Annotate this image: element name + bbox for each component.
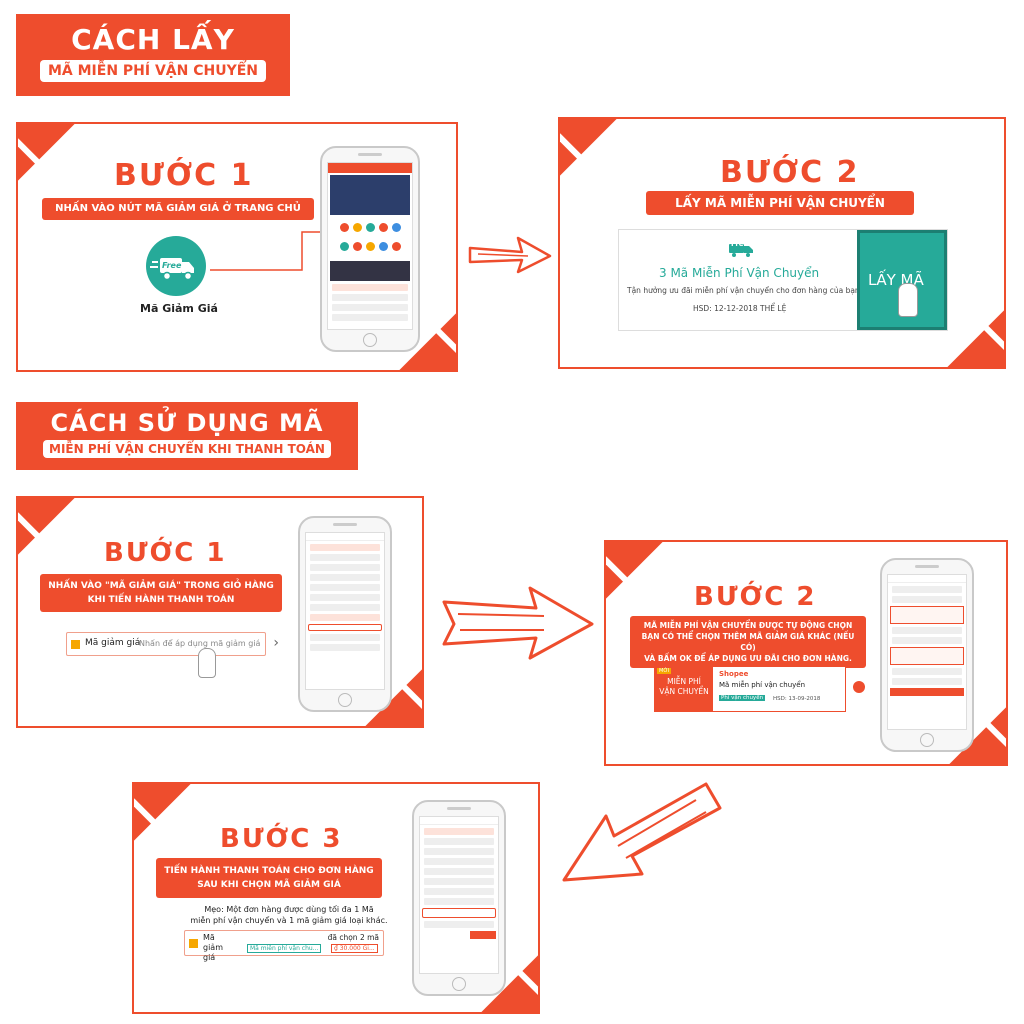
get-code-button[interactable]: LẤY MÃ (857, 230, 947, 330)
phone-cart-screen (298, 516, 392, 712)
get-step1-card: BƯỚC 1 NHẤN VÀO NÚT MÃ GIẢM GIÁ Ở TRANG … (16, 122, 458, 372)
use-step3-banner: TIẾN HÀNH THANH TOÁN CHO ĐƠN HÀNG SAU KH… (156, 858, 382, 898)
applied-codes-label: Mã giảm giá (203, 933, 223, 962)
voucher-expiry: HSD: 13-09-2018 (773, 696, 821, 702)
tip-line1: Mẹo: Một đơn hàng được dùng tối đa 1 Mã (204, 905, 374, 914)
header-how-to-use: CÁCH SỬ DỤNG MÃ MIỄN PHÍ VẬN CHUYỂN KHI … (16, 402, 358, 470)
use-step2-title: BƯỚC 2 (694, 582, 817, 612)
truck-icon (150, 258, 194, 281)
use-step3-banner-line1: TIẾN HÀNH THANH TOÁN CHO ĐƠN HÀNG (164, 866, 374, 876)
voucher-left-panel: MỚI MIỄN PHÍ VẬN CHUYỂN (655, 667, 713, 711)
get-step1-banner: NHẤN VÀO NÚT MÃ GIẢM GIÁ Ở TRANG CHỦ (42, 198, 314, 220)
chevron-right-icon: › (273, 635, 279, 651)
discount-code-field[interactable]: Mã giảm giá Nhấn để áp dụng mã giảm giá … (66, 632, 279, 656)
check-icon (853, 681, 865, 693)
tip-text: Mẹo: Một đơn hàng được dùng tối đa 1 Mã … (186, 904, 392, 926)
get-step2-title: BƯỚC 2 (720, 155, 860, 190)
use-step1-banner: NHẤN VÀO "MÃ GIẢM GIÁ" TRONG GIỎ HÀNG KH… (40, 574, 282, 612)
free-ship-icon (727, 240, 755, 262)
use-step2-card: BƯỚC 2 MÃ MIỄN PHÍ VẬN CHUYỂN ĐƯỢC TỰ ĐỘ… (604, 540, 1008, 766)
use-step2-banner-line1: MÃ MIỄN PHÍ VẬN CHUYỂN ĐƯỢC TỰ ĐỘNG CHỌN (643, 621, 853, 630)
voucher-left-text: MIỄN PHÍ VẬN CHUYỂN (659, 677, 709, 696)
voucher-title: 3 Mã Miễn Phí Vận Chuyển (659, 266, 820, 280)
get-step1-title: BƯỚC 1 (114, 158, 254, 193)
voucher-brand: Shopee (719, 670, 749, 678)
get-step2-card: BƯỚC 2 LẤY MÃ MIỄN PHÍ VẬN CHUYỂN Free 3… (558, 117, 1006, 369)
arrow-right-1 (468, 236, 552, 274)
header-how-to-get: CÁCH LẤY MÃ MIỄN PHÍ VẬN CHUYỂN (16, 14, 290, 96)
applied-chip-freeship: Mã miễn phí vận chu... (247, 944, 322, 953)
use-step2-banner: MÃ MIỄN PHÍ VẬN CHUYỂN ĐƯỢC TỰ ĐỘNG CHỌN… (630, 616, 866, 668)
voucher-name: Mã miễn phí vận chuyển (719, 681, 806, 689)
header-how-to-get-subtitle: MÃ MIỄN PHÍ VẬN CHUYỂN (39, 60, 267, 82)
header-how-to-use-title: CÁCH SỬ DỤNG MÃ (50, 409, 324, 437)
pointer-line (210, 231, 328, 271)
voucher-icon[interactable]: Free (146, 236, 206, 296)
applied-codes-count: đã chọn 2 mã (327, 933, 379, 942)
ticket-icon (71, 640, 80, 649)
voucher-icon-free-text: Free (162, 261, 182, 270)
use-step3-title: BƯỚC 3 (220, 824, 343, 854)
use-step1-title: BƯỚC 1 (104, 538, 227, 568)
use-step1-banner-line2: KHI TIẾN HÀNH THANH TOÁN (87, 595, 235, 605)
truck-icon (729, 244, 753, 257)
use-step3-banner-line2: SAU KHI CHỌN MÃ GIẢM GIÁ (197, 880, 341, 890)
use-step2-banner-line2: BẠN CÓ THỂ CHỌN THÊM MÃ GIẢM GIÁ KHÁC (N… (641, 632, 855, 652)
selected-free-ship-voucher[interactable]: MỚI MIỄN PHÍ VẬN CHUYỂN Shopee Mã miễn p… (654, 666, 865, 712)
use-step3-card: BƯỚC 3 TIẾN HÀNH THANH TOÁN CHO ĐƠN HÀNG… (132, 782, 540, 1014)
arrow-down-left (562, 782, 722, 882)
use-step2-banner-line3: VÀ BẤM OK ĐỂ ÁP DỤNG ƯU ĐÃI CHO ĐƠN HÀNG… (644, 654, 852, 663)
voucher-new-badge: MỚI (657, 668, 672, 674)
phone-checkout-screen (412, 800, 506, 996)
ticket-icon (189, 939, 198, 948)
header-how-to-use-subtitle: MIỄN PHÍ VẬN CHUYỂN KHI THANH TOÁN (43, 440, 331, 458)
tip-line2: miễn phí vận chuyển và 1 mã giảm giá loạ… (190, 916, 388, 925)
voucher-expiry: HSD: 12-12-2018 THỂ LỆ (693, 304, 787, 313)
voucher-tag: Phí vận chuyển (719, 695, 766, 701)
applied-chip-discount: ₫ 30.000 Gi... (331, 944, 378, 953)
use-step1-banner-line1: NHẤN VÀO "MÃ GIẢM GIÁ" TRONG GIỎ HÀNG (48, 581, 274, 591)
phone-voucher-screen (880, 558, 974, 752)
free-ship-icon-label: Free (731, 240, 749, 248)
hand-cursor-icon (898, 283, 918, 317)
get-step2-banner: LẤY MÃ MIỄN PHÍ VẬN CHUYỂN (646, 191, 914, 215)
voucher-icon-label: Mã Giảm Giá (140, 302, 218, 315)
use-step1-card: BƯỚC 1 NHẤN VÀO "MÃ GIẢM GIÁ" TRONG GIỎ … (16, 496, 424, 728)
arrow-right-2 (442, 586, 594, 660)
applied-codes-field[interactable]: Mã giảm giá đã chọn 2 mã Mã miễn phí vận… (184, 930, 384, 962)
discount-code-placeholder: Nhấn để áp dụng mã giảm giá (139, 639, 261, 648)
voucher-description: Tận hưởng ưu đãi miễn phí vận chuyển cho… (627, 286, 860, 295)
discount-code-label: Mã giảm giá (85, 638, 141, 648)
header-how-to-get-title: CÁCH LẤY (71, 23, 235, 56)
phone-home-screen (320, 146, 420, 352)
free-ship-voucher: Free 3 Mã Miễn Phí Vận Chuyển Tận hưởng … (618, 229, 948, 331)
hand-cursor-icon (198, 648, 216, 678)
